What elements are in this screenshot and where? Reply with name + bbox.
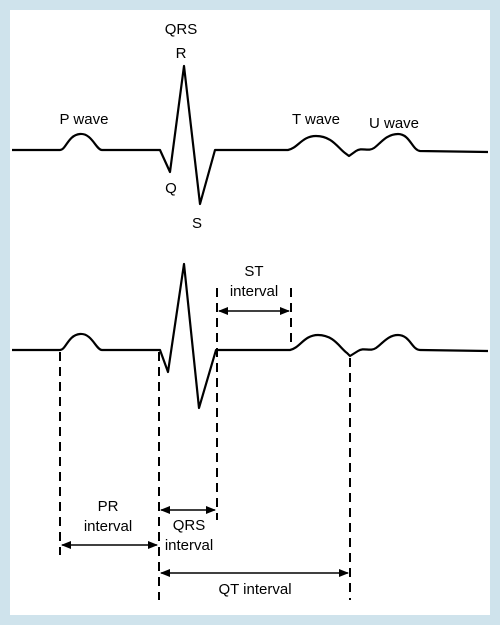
qrs-label: QRS bbox=[165, 21, 198, 38]
interval-arrows bbox=[61, 307, 349, 577]
qt-interval-label: QT interval bbox=[218, 581, 291, 598]
ecg-trace-bottom bbox=[12, 262, 489, 410]
pr-interval-label-line1: PR bbox=[98, 498, 119, 515]
t-wave-label: T wave bbox=[292, 111, 340, 128]
q-point-label: Q bbox=[165, 180, 177, 197]
st-interval-label-line1: ST bbox=[244, 263, 263, 280]
qrs-interval-label-line1: QRS bbox=[173, 517, 206, 534]
interval-guide-lines bbox=[59, 288, 351, 600]
s-point-label: S bbox=[192, 215, 202, 232]
p-wave-label: P wave bbox=[60, 111, 109, 128]
r-peak-label: R bbox=[176, 45, 187, 62]
pr-interval-label-line2: interval bbox=[84, 518, 132, 535]
qrs-interval-label-line2: interval bbox=[165, 537, 213, 554]
ecg-trace-top bbox=[12, 64, 489, 206]
u-wave-label: U wave bbox=[369, 115, 419, 132]
st-interval-label-line2: interval bbox=[230, 283, 278, 300]
